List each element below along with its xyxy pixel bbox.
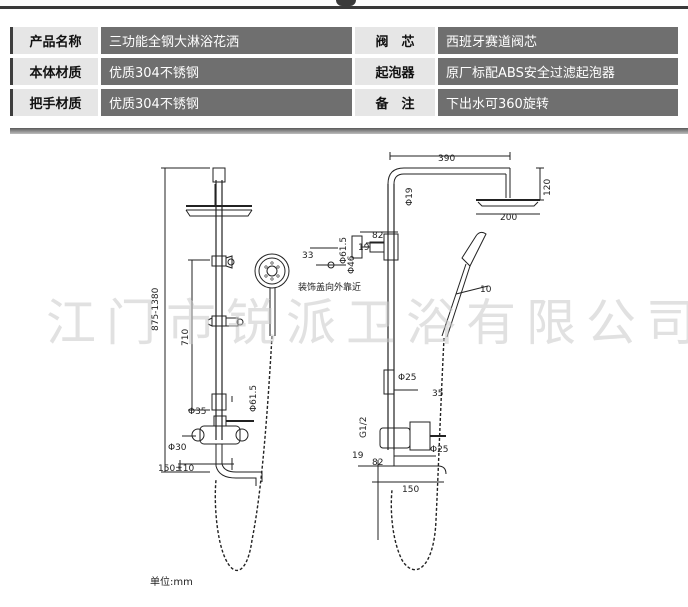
spec-row: 本体材质 优质304不锈钢 起泡器 原厂标配ABS安全过滤起泡器 (10, 58, 678, 85)
dim-wall-plate-a: Φ61.5 (339, 237, 349, 264)
dim-arm: 390 (438, 154, 455, 164)
spec-value: 三功能全钢大淋浴花洒 (98, 27, 352, 54)
dim-19-bottom: 19 (352, 451, 364, 461)
dim-82-bottom: 82 (372, 458, 383, 468)
spec-label: 阀 芯 (352, 27, 435, 54)
spec-value: 原厂标配ABS安全过滤起泡器 (435, 58, 678, 85)
dim-phi35: Φ35 (188, 407, 207, 417)
dim-thread: G1/2 (359, 417, 369, 438)
dim-phi615: Φ61.5 (249, 385, 259, 412)
spec-value: 下出水可360旋转 (435, 89, 678, 116)
direction-note: 装饰盖向外靠近 (298, 281, 361, 293)
spec-label: 起泡器 (352, 58, 435, 85)
dim-spacing: 150±10 (158, 464, 194, 474)
spec-label: 把手材质 (10, 89, 98, 116)
dim-head: 200 (500, 213, 517, 223)
dim-35: 35 (432, 389, 443, 399)
side-view (310, 152, 544, 571)
front-view (161, 167, 290, 572)
dim-slide-length: 710 (181, 329, 191, 346)
spec-label: 备 注 (352, 89, 435, 116)
technical-drawing: 875-1380 710 Φ35 Φ61.5 Φ30 150±10 390 12… (151, 152, 553, 572)
top-divider (0, 0, 688, 14)
unit-label: 单位:mm (150, 577, 193, 588)
dim-hose-angle: 10 (480, 285, 492, 295)
dim-phi25: Φ25 (398, 373, 417, 383)
section-divider (0, 128, 688, 142)
spec-value: 优质304不锈钢 (98, 58, 352, 85)
dim-phi30: Φ30 (168, 443, 187, 453)
dim-19-top: 19 (358, 243, 370, 253)
dim-spout-length: 150 (402, 485, 419, 495)
spec-row: 把手材质 优质304不锈钢 备 注 下出水可360旋转 (10, 89, 678, 116)
dim-wall-plate-b: Φ46 (347, 255, 357, 274)
dim-drop: 120 (543, 179, 553, 196)
watermark: 江门市锐派卫浴有限公司 (46, 294, 688, 352)
spec-value: 西班牙赛道阀芯 (435, 27, 678, 54)
dim-82-top: 82 (372, 231, 383, 241)
spec-value: 优质304不锈钢 (98, 89, 352, 116)
dim-height-range: 875-1380 (151, 287, 161, 331)
spec-row: 产品名称 三功能全钢大淋浴花洒 阀 芯 西班牙赛道阀芯 (10, 27, 678, 54)
spec-table: 产品名称 三功能全钢大淋浴花洒 阀 芯 西班牙赛道阀芯 本体材质 优质304不锈… (10, 23, 678, 120)
spec-label: 本体材质 (10, 58, 98, 85)
dim-spout-phi: Φ25 (430, 445, 449, 455)
dim-pipe: Φ19 (405, 187, 415, 206)
dim-33: 33 (302, 251, 313, 261)
spec-label: 产品名称 (10, 27, 98, 54)
